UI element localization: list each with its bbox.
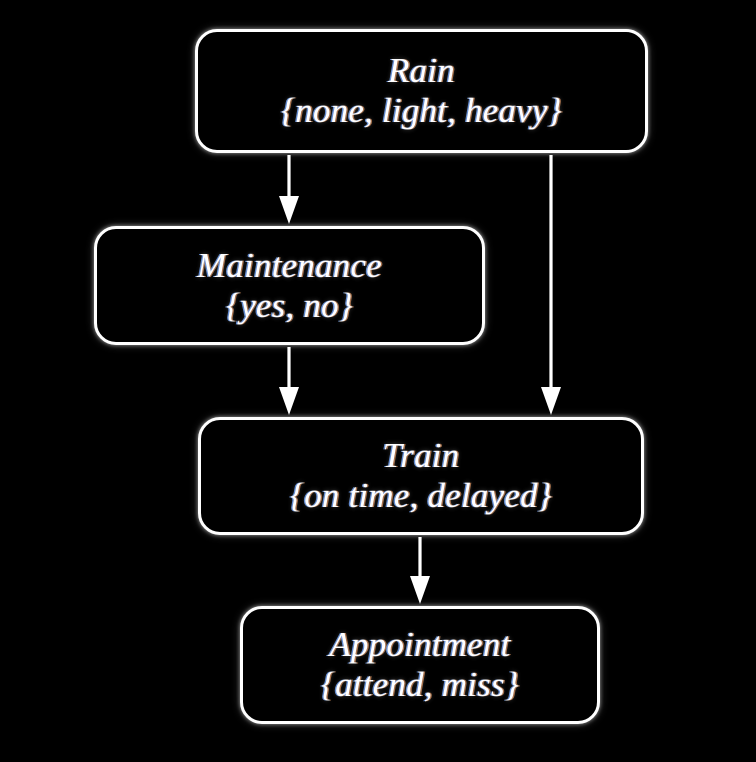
node-appointment-title: Appointment [329,625,511,665]
node-rain[interactable]: Rain {none, light, heavy} [195,29,648,153]
node-maintenance-title: Maintenance [197,245,382,285]
node-maintenance-states: {yes, no} [226,285,353,325]
node-maintenance[interactable]: Maintenance {yes, no} [94,226,485,345]
node-rain-title: Rain [388,51,455,91]
node-train-title: Train [382,436,460,476]
node-rain-states: {none, light, heavy} [281,91,562,130]
node-appointment-states: {attend, miss} [320,665,520,704]
node-train-states: {on time, delayed} [290,476,552,515]
node-appointment[interactable]: Appointment {attend, miss} [240,606,600,724]
edge-maintenance-to-train [279,347,299,415]
edge-train-to-appointment [410,537,430,604]
node-train[interactable]: Train {on time, delayed} [198,417,644,535]
edge-rain-to-train [541,155,561,415]
edge-rain-to-maintenance [279,155,299,224]
